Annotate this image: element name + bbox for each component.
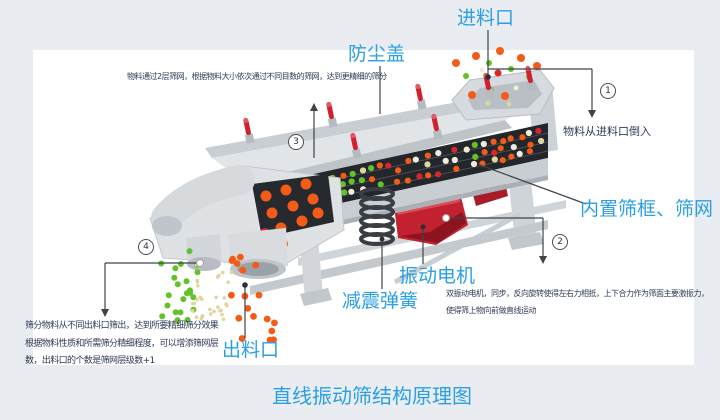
ball-stream-yellow [190, 260, 235, 322]
toggle-clamps [243, 65, 537, 159]
note-step2: 双振动电机，同步，反向旋转使得左右力相抵，上下合力作为筛面主要激振力， 使得筛上… [446, 285, 709, 319]
label-feed-inlet: 进料口 [457, 7, 515, 29]
discharge-chute-upper [151, 165, 255, 233]
outlet-anchor-dot [242, 282, 248, 288]
spring-anchor-dot [379, 236, 385, 242]
label-dust-cover: 防尘盖 [348, 43, 406, 65]
coil-spring-left [359, 187, 395, 246]
motor-white-dot [442, 214, 450, 222]
step-4-badge: 4 [138, 239, 154, 255]
left-foot [300, 288, 332, 306]
ball-stream-green [158, 248, 201, 324]
discharge-spout-middle [186, 234, 222, 266]
step-1-badge: 1 [600, 83, 616, 99]
annotation-lines [104, 30, 593, 338]
label-discharge-outlet: 出料口 [222, 339, 280, 361]
arrow-down-step2 [539, 256, 547, 264]
feed-inlet-line [487, 30, 593, 110]
feed-anchor-dot [485, 74, 491, 80]
diagram-title: 直线振动筛结构原理图 [272, 384, 472, 408]
arrow-down-step4 [101, 309, 109, 317]
arrow-up-step3 [310, 103, 318, 111]
note-step2-line1: 双振动电机，同步，反向旋转使得左右力相抵，上下合力作为筛面主要激振力， [446, 289, 709, 298]
right-foot [508, 232, 544, 250]
note-step4-line1: 筛分物料从不同出料口筛出，达到所要精细筛分效果 [25, 321, 219, 331]
label-vibration-motor: 振动电机 [399, 265, 476, 287]
note-step4: 筛分物料从不同出料口筛出，达到所要精细筛分效果 根据物料性质和所需筛分精细程度，… [25, 318, 219, 371]
screen-frame-line [479, 164, 587, 205]
annotation-arrows [101, 103, 596, 317]
spout-white-dot [196, 259, 204, 267]
label-damping-spring: 减震弹簧 [342, 290, 419, 312]
note-step3: 物料通过2层筛网，根据物料大小依次通过不同目数的筛网，达到更精细的筛分 [127, 72, 387, 81]
chute-upper-mouth [152, 216, 182, 236]
label-screen-frame: 内置筛框、筛网 [580, 198, 714, 220]
spout-front-mouth-inner [237, 262, 279, 276]
step4-line [104, 262, 200, 309]
motor-shade [400, 212, 466, 243]
step2-line [446, 217, 544, 256]
step-3-badge: 3 [288, 134, 304, 150]
screen-machine [149, 47, 566, 344]
arrow-down-step1 [588, 110, 596, 118]
note-step1: 物料从进料口倒入 [563, 125, 651, 138]
spout-middle-mouth [187, 257, 221, 271]
ball-stream-orange [228, 253, 278, 344]
motor-anchor-dot [420, 224, 426, 230]
base-rail-front [250, 220, 548, 295]
annotation-dots [196, 74, 491, 288]
note-step2-line2: 使得筛上物向前做直线运动 [446, 306, 536, 315]
note-step4-line3: 数，出料口的个数是筛网层级数+1 [25, 356, 155, 366]
step-2-badge: 2 [552, 234, 568, 250]
note-step4-line2: 根据物料性质和所需筛分精细程度，可以增添筛网层 [25, 338, 219, 349]
